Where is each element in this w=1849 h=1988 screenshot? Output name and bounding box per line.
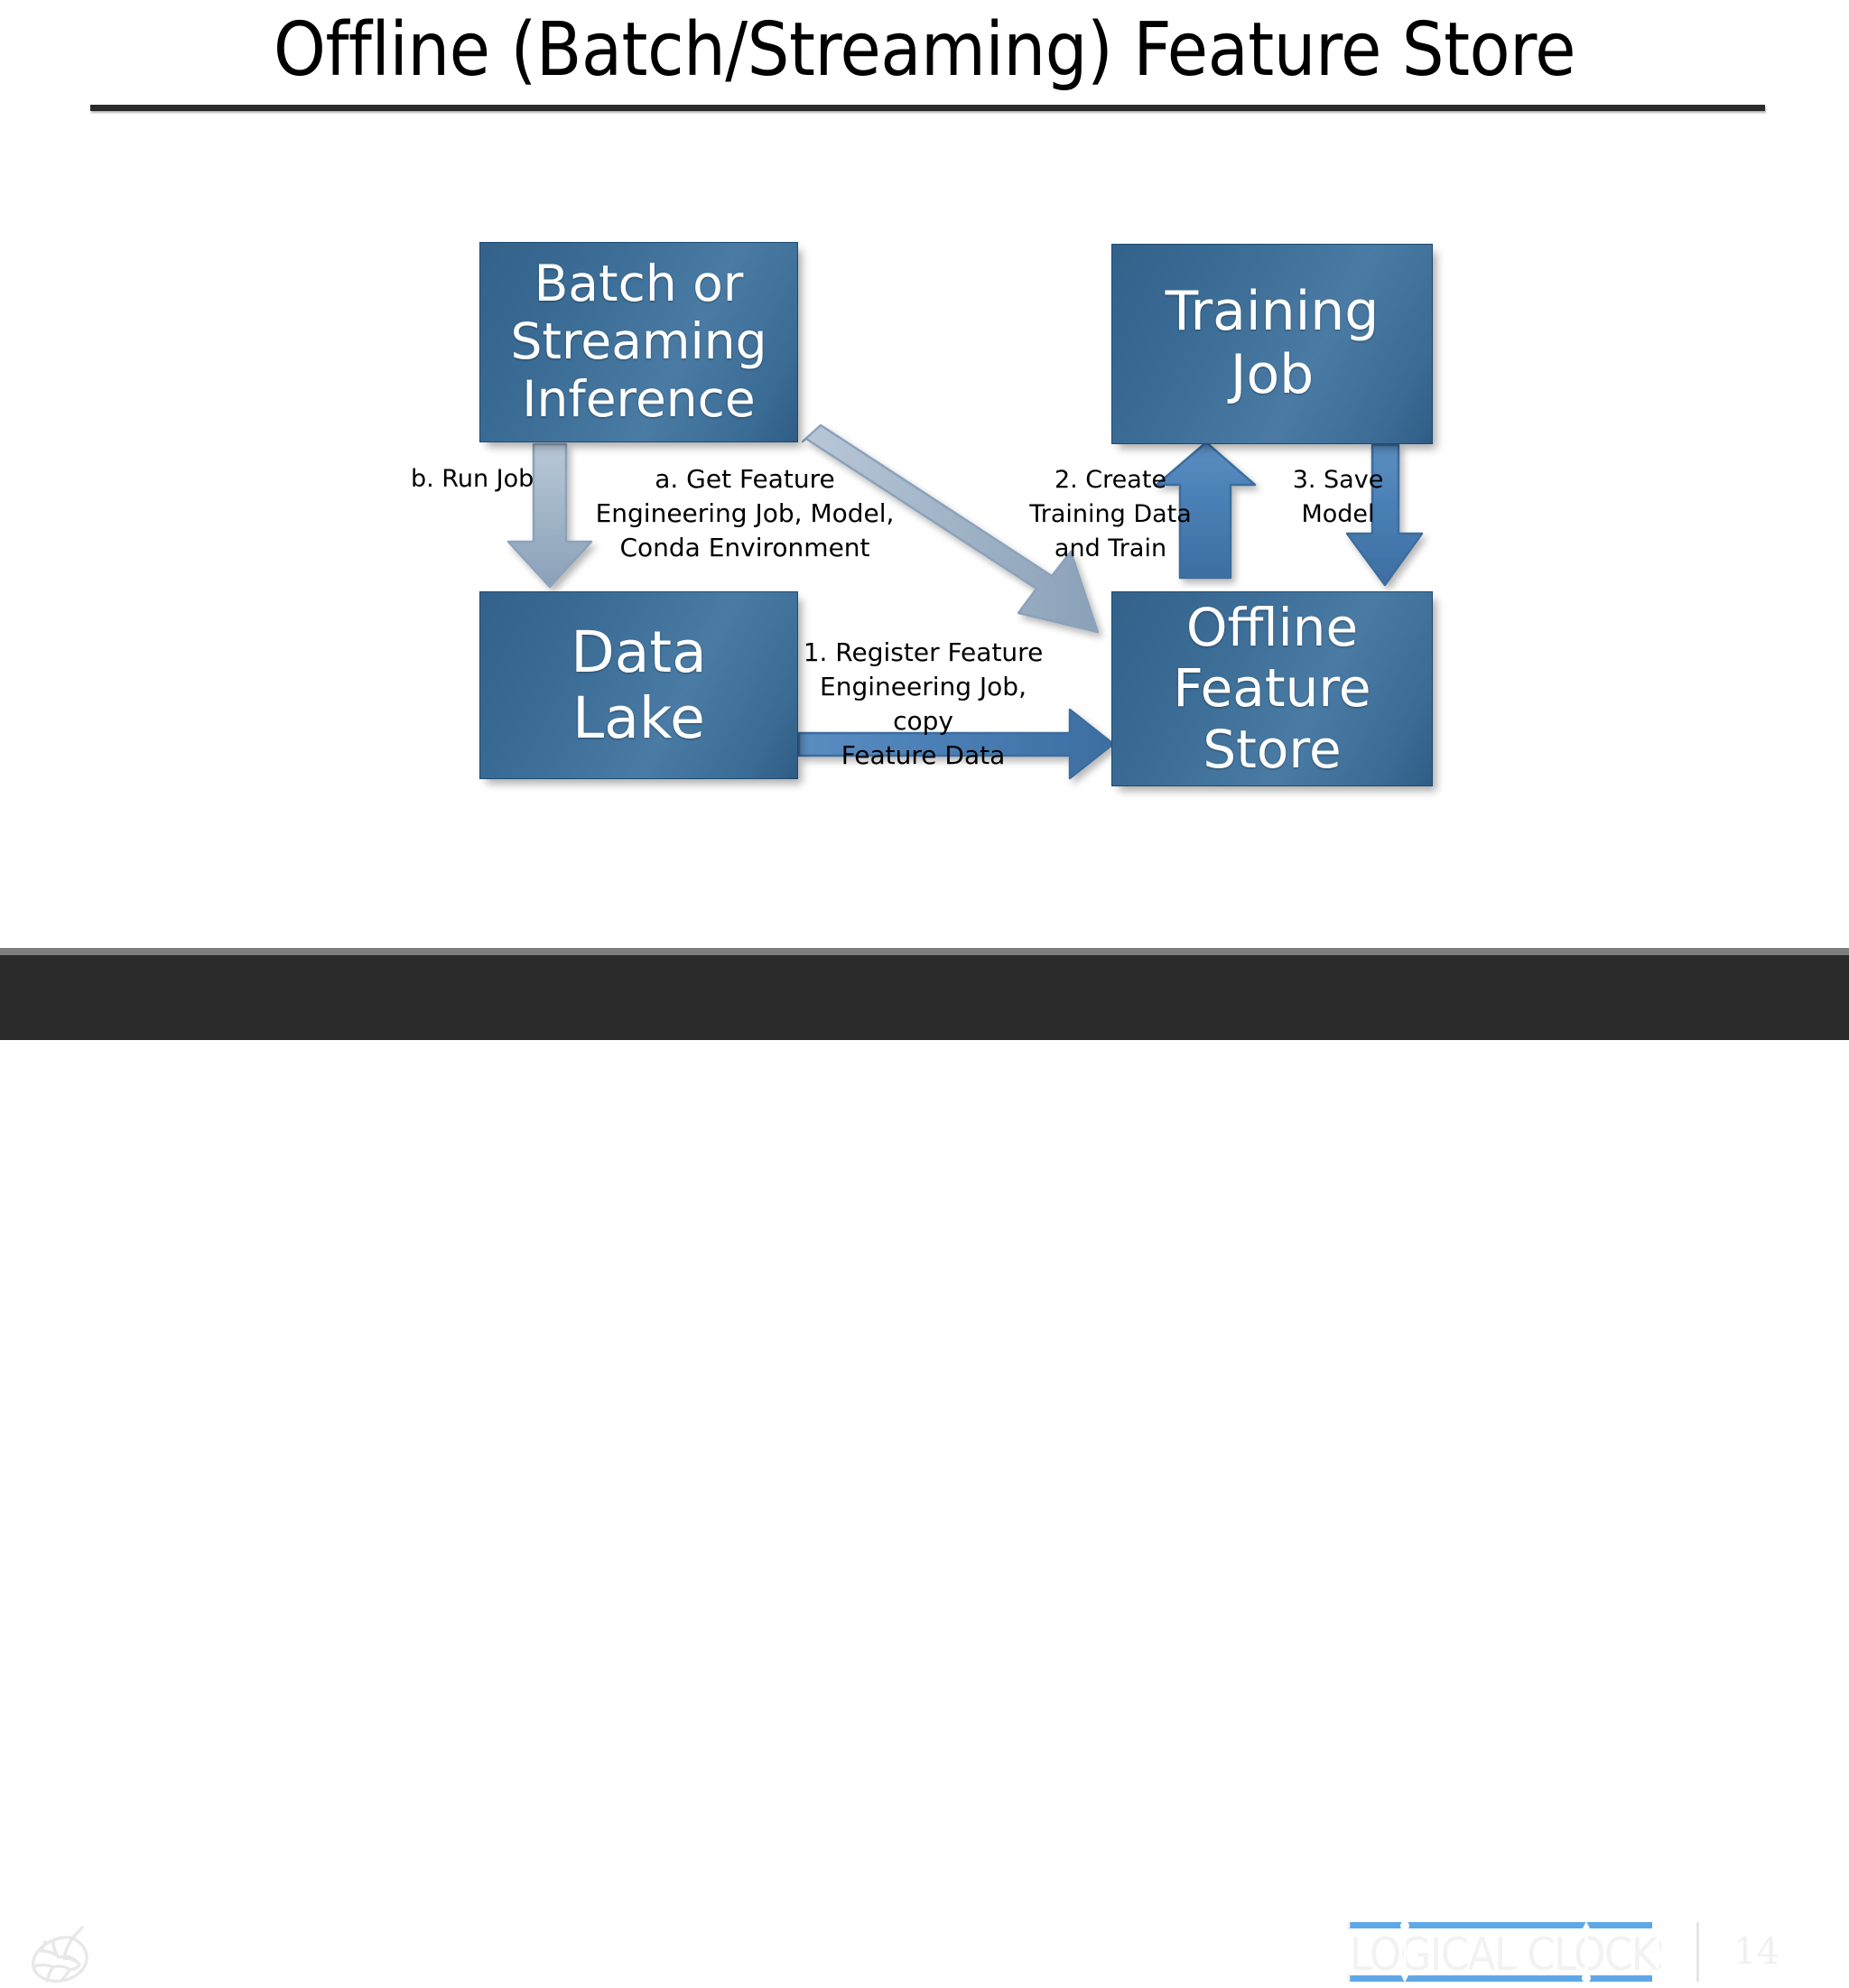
footer-top-strip bbox=[0, 948, 1849, 955]
edge-label-get-feature: a. Get Feature Engineering Job, Model, C… bbox=[595, 464, 895, 562]
edge-label-register-feature: 1. Register Feature Engineering Job, cop… bbox=[803, 637, 1044, 770]
page-number: 14 bbox=[1733, 1931, 1779, 1973]
logical-clocks-logo: LOGICAL CLOCKS bbox=[1347, 1921, 1661, 1983]
node-training-job[interactable]: Training Job bbox=[1111, 244, 1433, 444]
arrow-layer bbox=[506, 423, 1424, 780]
feature-store-flowchart: Batch or Streaming Inference Training Jo… bbox=[0, 0, 1849, 948]
logical-clocks-wordmark: LOGICAL CLOCKS bbox=[1350, 1928, 1661, 1981]
page-title: Offline (Batch/Streaming) Feature Store bbox=[273, 7, 1576, 93]
footer-divider bbox=[1696, 1922, 1699, 1982]
node-data-lake[interactable]: Data Lake bbox=[479, 591, 798, 779]
node-offline-feature-store[interactable]: Offline Feature Store bbox=[1111, 591, 1433, 786]
hop-cone-icon bbox=[32, 1926, 88, 1983]
node-batch-or-streaming-inference[interactable]: Batch or Streaming Inference bbox=[479, 242, 798, 442]
edge-label-save-model: 3. Save Model bbox=[1292, 466, 1384, 528]
title-underline-rule bbox=[90, 105, 1765, 111]
node-label: Data Lake bbox=[571, 618, 707, 751]
node-label: Offline Feature Store bbox=[1173, 597, 1371, 780]
node-label: Batch or Streaming Inference bbox=[510, 255, 767, 428]
edge-label-run-job: b. Run Job bbox=[411, 465, 534, 493]
footer-bar: LOGICAL CLOCKS 14 bbox=[0, 955, 1849, 1983]
node-label: Training Job bbox=[1165, 280, 1380, 406]
edge-label-create-training-data: 2. Create Training Data and Train bbox=[1029, 466, 1192, 562]
